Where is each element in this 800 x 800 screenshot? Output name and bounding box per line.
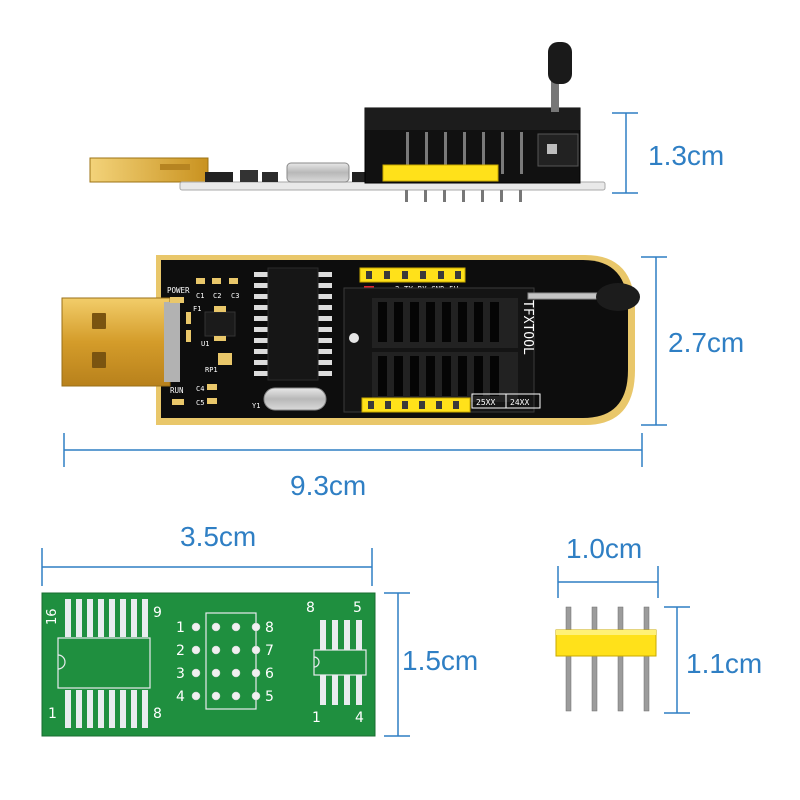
dip-row3-right: 6 — [265, 666, 274, 682]
adapter-width-label: 3.5cm — [180, 521, 256, 552]
voltage-regulator — [204, 311, 236, 337]
label-f1: F1 — [193, 305, 201, 313]
adapter-num-1-br: 1 — [312, 710, 321, 726]
side-height-label: 1.3cm — [648, 140, 724, 171]
board-height-label: 2.7cm — [668, 327, 744, 358]
header-height-label: 1.1cm — [686, 648, 762, 679]
adapter-num-1-bl: 1 — [48, 706, 57, 722]
dim-side-height: 1.3cm — [612, 112, 724, 194]
yellow-header-side — [382, 164, 499, 182]
label-y1: Y1 — [252, 402, 260, 410]
label-socket: TFXTOOL — [520, 300, 535, 355]
programmer-board: POWER RUN C1 C2 C3 F1 U1 RP1 C4 C5 Y1 — [61, 255, 640, 425]
dip-row4-left: 4 — [176, 689, 185, 705]
dip-row2-left: 2 — [176, 643, 185, 659]
usb-plug — [61, 297, 180, 387]
power-led — [170, 297, 184, 303]
run-led — [172, 399, 184, 405]
side-view-assembly — [89, 42, 606, 202]
pin-header-bottom — [361, 397, 471, 413]
label-c1: C1 — [196, 292, 204, 300]
dip-row1-left: 1 — [176, 620, 185, 636]
label-c4: C4 — [196, 385, 204, 393]
dim-header-width: 1.0cm — [557, 533, 659, 598]
label-24xx: 24XX — [510, 398, 529, 407]
adapter-board: 16 9 8 5 1 8 1 4 1 8 2 7 3 6 4 5 — [41, 592, 376, 737]
crystal — [263, 387, 327, 411]
dim-adapter-height: 1.5cm — [384, 592, 478, 737]
adapter-num-9: 9 — [153, 605, 162, 621]
pin-header-strip — [555, 606, 657, 712]
adapter-height-label: 1.5cm — [402, 645, 478, 676]
label-c2: C2 — [213, 292, 221, 300]
crystal-side — [286, 162, 350, 183]
main-ic — [254, 267, 332, 381]
adapter-num-8-top: 8 — [306, 600, 315, 616]
header-width-label: 1.0cm — [566, 533, 642, 564]
dim-adapter-width: 3.5cm — [41, 521, 373, 586]
adapter-num-5-top: 5 — [353, 600, 362, 616]
adapter-num-4-bottom: 4 — [355, 710, 364, 726]
label-run: RUN — [170, 386, 184, 395]
label-power: POWER — [167, 286, 190, 295]
zif-socket: TFXTOOL — [343, 287, 535, 413]
adapter-num-16: 16 — [45, 608, 60, 625]
label-25xx: 25XX — [476, 398, 495, 407]
zif-lever — [527, 283, 640, 311]
dim-board-length: 9.3cm — [63, 433, 643, 501]
dim-board-height: 2.7cm — [641, 256, 744, 426]
dim-header-height: 1.1cm — [664, 606, 762, 714]
dip-row4-right: 5 — [265, 689, 274, 705]
label-c5: C5 — [196, 399, 204, 407]
dip-row3-left: 3 — [176, 666, 185, 682]
label-c3: C3 — [231, 292, 239, 300]
zif-lever-side — [551, 70, 559, 112]
label-u1: U1 — [201, 340, 209, 348]
label-rp1: RP1 — [205, 366, 218, 374]
usb-plug-side — [89, 157, 209, 183]
board-length-label: 9.3cm — [290, 470, 366, 501]
adapter-num-8-bottom: 8 — [153, 706, 162, 722]
dip-row2-right: 7 — [265, 643, 274, 659]
dip-row1-right: 8 — [265, 620, 274, 636]
